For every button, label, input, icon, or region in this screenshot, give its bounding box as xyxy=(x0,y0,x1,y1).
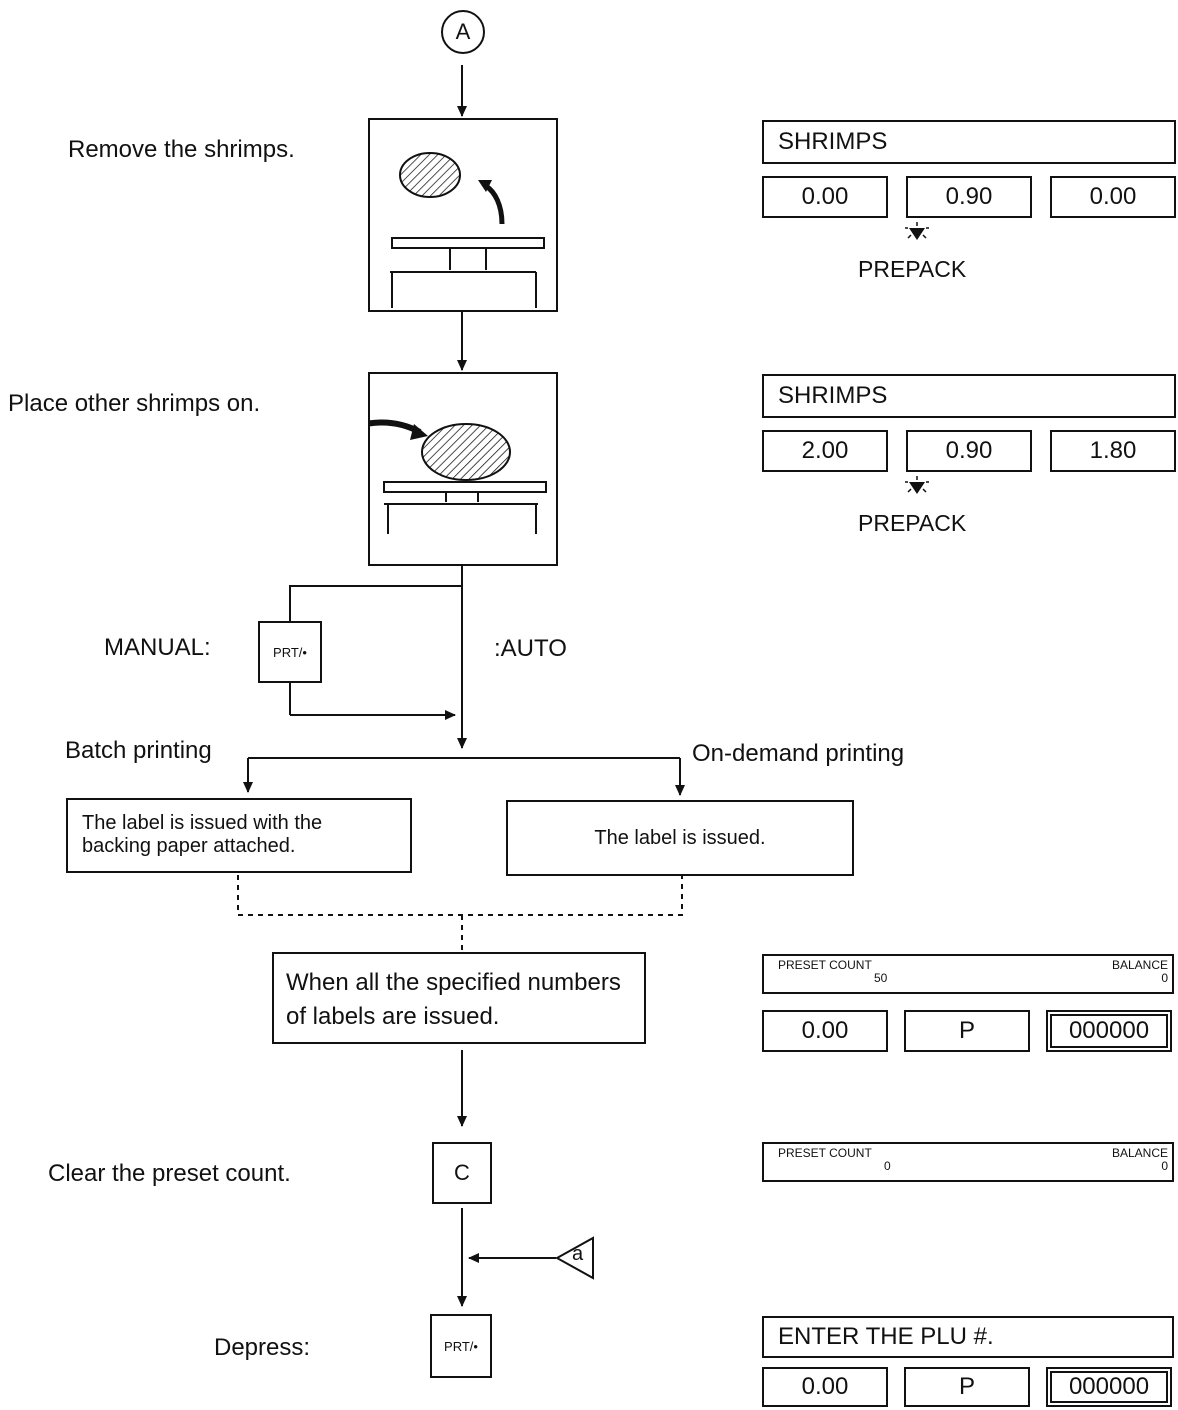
flow-dashed-merge xyxy=(237,875,683,916)
prt-key-depress[interactable]: PRT/• xyxy=(430,1314,492,1378)
display3-cell-1: 0.00 xyxy=(762,1010,888,1052)
display2-title: SHRIMPS xyxy=(762,374,1176,418)
flow-manual-loop-top xyxy=(289,585,462,625)
display1-indicator-icon xyxy=(905,222,929,240)
display4-balance-value: 0 xyxy=(1161,1159,1168,1173)
display5-cell-1: 0.00 xyxy=(762,1367,888,1407)
connector-a-triangle xyxy=(555,1236,594,1280)
step-clear: Clear the preset count. xyxy=(48,1160,291,1187)
display1-title: SHRIMPS xyxy=(762,120,1176,164)
display1-cell-2: 0.90 xyxy=(906,176,1032,218)
display1-indicator-label: PREPACK xyxy=(858,256,967,282)
display3-cell-3: 000000 xyxy=(1046,1010,1172,1052)
step-manual: MANUAL: xyxy=(104,634,211,661)
connector-a: A xyxy=(441,10,485,54)
step-on-demand: On-demand printing xyxy=(692,740,905,767)
all-issued-text: When all the specified numbers of labels… xyxy=(286,969,621,1030)
prt-key-manual-label: PRT/• xyxy=(273,644,307,660)
scale-remove-icon xyxy=(390,152,545,308)
on-demand-result-box: The label is issued. xyxy=(506,800,854,876)
display3-balance-label: BALANCE xyxy=(1111,958,1168,972)
display5-cell-3: 000000 xyxy=(1046,1367,1172,1407)
display5-cell-2: P xyxy=(904,1367,1030,1407)
display2-cell-1: 2.00 xyxy=(762,430,888,472)
step-auto: :AUTO xyxy=(494,635,567,662)
clear-key-label: C xyxy=(454,1160,470,1185)
step-place: Place other shrimps on. xyxy=(8,390,261,417)
connector-a-side-label: a xyxy=(572,1243,584,1265)
step-depress: Depress: xyxy=(214,1334,311,1361)
display2-cell-2: 0.90 xyxy=(906,430,1032,472)
display3-balance-value: 0 xyxy=(1161,971,1168,985)
step-remove: Remove the shrimps. xyxy=(68,136,295,163)
display1-cell-1: 0.00 xyxy=(762,176,888,218)
batch-result-box: The label is issued with the backing pap… xyxy=(66,798,412,873)
display2-cell-3: 1.80 xyxy=(1050,430,1176,472)
display1-cell-3: 0.00 xyxy=(1050,176,1176,218)
display5-title: ENTER THE PLU #. xyxy=(762,1316,1174,1358)
scale-place-icon xyxy=(328,419,547,534)
connector-a-label: A xyxy=(455,19,471,44)
batch-result-text: The label is issued with the backing pap… xyxy=(82,812,323,857)
display3-preset-label: PRESET COUNT xyxy=(778,958,872,972)
step-batch: Batch printing xyxy=(65,737,212,764)
display2-indicator-icon xyxy=(905,476,929,494)
display4-header: PRESET COUNT 0 BALANCE 0 xyxy=(762,1142,1174,1182)
prt-key-manual[interactable]: PRT/• xyxy=(258,621,322,683)
prt-key-depress-label: PRT/• xyxy=(444,1338,478,1354)
illustration-remove-shrimps xyxy=(368,118,558,312)
all-issued-box: When all the specified numbers of labels… xyxy=(272,952,646,1044)
display3-preset-value: 50 xyxy=(874,971,888,985)
display4-preset-value: 0 xyxy=(884,1159,891,1173)
display3-header: PRESET COUNT 50 BALANCE 0 xyxy=(762,954,1174,994)
display2-indicator-label: PREPACK xyxy=(858,510,967,536)
display3-cell-2: P xyxy=(904,1010,1030,1052)
on-demand-result-text: The label is issued. xyxy=(594,826,766,849)
illustration-place-shrimps xyxy=(328,372,558,566)
display4-preset-label: PRESET COUNT xyxy=(778,1146,872,1160)
display4-balance-label: BALANCE xyxy=(1111,1146,1168,1160)
clear-key[interactable]: C xyxy=(432,1142,492,1204)
